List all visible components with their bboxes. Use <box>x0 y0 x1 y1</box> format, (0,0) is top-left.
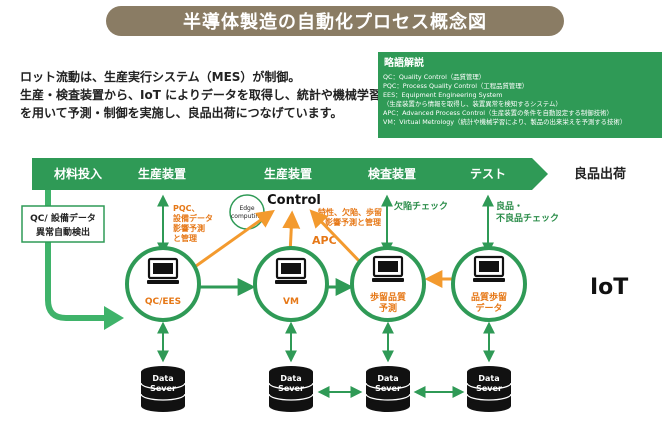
edge-computing-circle <box>229 194 265 230</box>
node-vm-label: VM <box>283 297 299 307</box>
stage-inspection: 検査装置 <box>368 166 416 181</box>
lot-flow-arrow <box>45 190 108 321</box>
pqc-note-1: PQC、 <box>173 204 200 213</box>
process-stage-banner <box>32 158 548 190</box>
data-server-3: Data Sever <box>365 365 411 413</box>
pqc-note-4: と管理 <box>173 233 197 243</box>
legend-title: 略語解説 <box>384 58 424 69</box>
iot-label: IoT <box>590 275 628 300</box>
pqc-note-2: 設備データ <box>173 213 213 223</box>
node-yield-label-1: 歩留品質 <box>370 291 406 303</box>
legend-ees: EES：Equipment Engineering System <box>383 91 503 99</box>
stage-material-input: 材料投入 <box>53 166 102 181</box>
svg-text:Data: Data <box>377 374 398 383</box>
node-yield-label-2: 予測 <box>379 302 397 314</box>
legend-qc: QC：Quality Control（品質管理） <box>383 73 486 81</box>
node-qc-ees: QC/EES <box>125 246 201 322</box>
node-quality-label-2: データ <box>475 302 502 314</box>
defect-check-label: 欠陥チェック <box>394 200 448 212</box>
legend-apc: APC：Advanced Process Control（生産装置の条件を自動設… <box>383 109 613 117</box>
svg-text:Sever: Sever <box>476 384 502 393</box>
svg-text:Sever: Sever <box>278 384 304 393</box>
node-yield-prediction: 歩留品質 予測 <box>350 246 426 322</box>
arrow-qc-control <box>195 209 275 268</box>
data-server-1: Data Sever <box>140 365 186 413</box>
data-server-2: Data Sever <box>268 365 314 413</box>
node-quality-label-1: 品質歩留 <box>471 291 507 303</box>
arrow-yield-control <box>309 209 364 266</box>
good-check-label-1: 良品・ <box>496 200 523 212</box>
legend-pqc: PQC：Process Quality Control（工程品質管理） <box>383 82 529 90</box>
shipment-label: 良品出荷 <box>574 166 626 182</box>
good-check-label-2: 不良品チェック <box>496 212 559 224</box>
control-label: Control <box>267 193 321 208</box>
edge-label-2: computing <box>231 213 263 220</box>
node-quality-data: 品質歩留 データ <box>451 246 527 322</box>
stage-production-2: 生産装置 <box>264 166 312 181</box>
data-server-4: Data Sever <box>466 365 512 413</box>
edge-label-1: Edge <box>239 205 254 212</box>
qc-anomaly-line-2: 異常自動検出 <box>36 226 90 238</box>
svg-text:Sever: Sever <box>150 384 176 393</box>
intro-line-1: ロット流動は、生産実行システム（MES）が制御。 <box>20 70 301 84</box>
control-note-2: 影響予測と管理 <box>325 217 381 227</box>
control-note-1: 特性、欠陥、歩留 <box>318 207 382 217</box>
pqc-note-3: 影響予測 <box>173 223 205 233</box>
intro-line-2: 生産・検査装置から、IoT によりデータを取得し、統計や機械学習 <box>20 88 381 102</box>
abbreviation-legend: 略語解説 QC：Quality Control（品質管理） PQC：Proces… <box>378 52 662 138</box>
legend-ees-desc: （生産装置から情報を取得し、装置異常を検知するシステム） <box>383 100 562 108</box>
stage-production-1: 生産装置 <box>138 166 186 181</box>
qc-anomaly-line-1: QC/ 設備データ <box>30 212 96 224</box>
legend-vm: VM：Virtual Metrology（統計や機械学習により、製品の出来栄えを… <box>383 118 627 126</box>
page-title: 半導体製造の自動化プロセス概念図 <box>106 6 564 36</box>
qc-anomaly-box <box>21 205 105 243</box>
intro-line-3: を用いて予測・制御を実施し、良品出荷につなげています。 <box>20 106 343 120</box>
node-vm: VM <box>253 246 329 322</box>
apc-label: APC <box>312 234 337 247</box>
node-qc-ees-label: QC/EES <box>145 297 181 307</box>
lot-flow-arrowhead <box>104 306 124 330</box>
stage-test: テスト <box>470 167 506 181</box>
svg-text:Sever: Sever <box>375 384 401 393</box>
svg-text:Data: Data <box>478 374 499 383</box>
svg-text:Data: Data <box>280 374 301 383</box>
svg-text:Data: Data <box>152 374 173 383</box>
